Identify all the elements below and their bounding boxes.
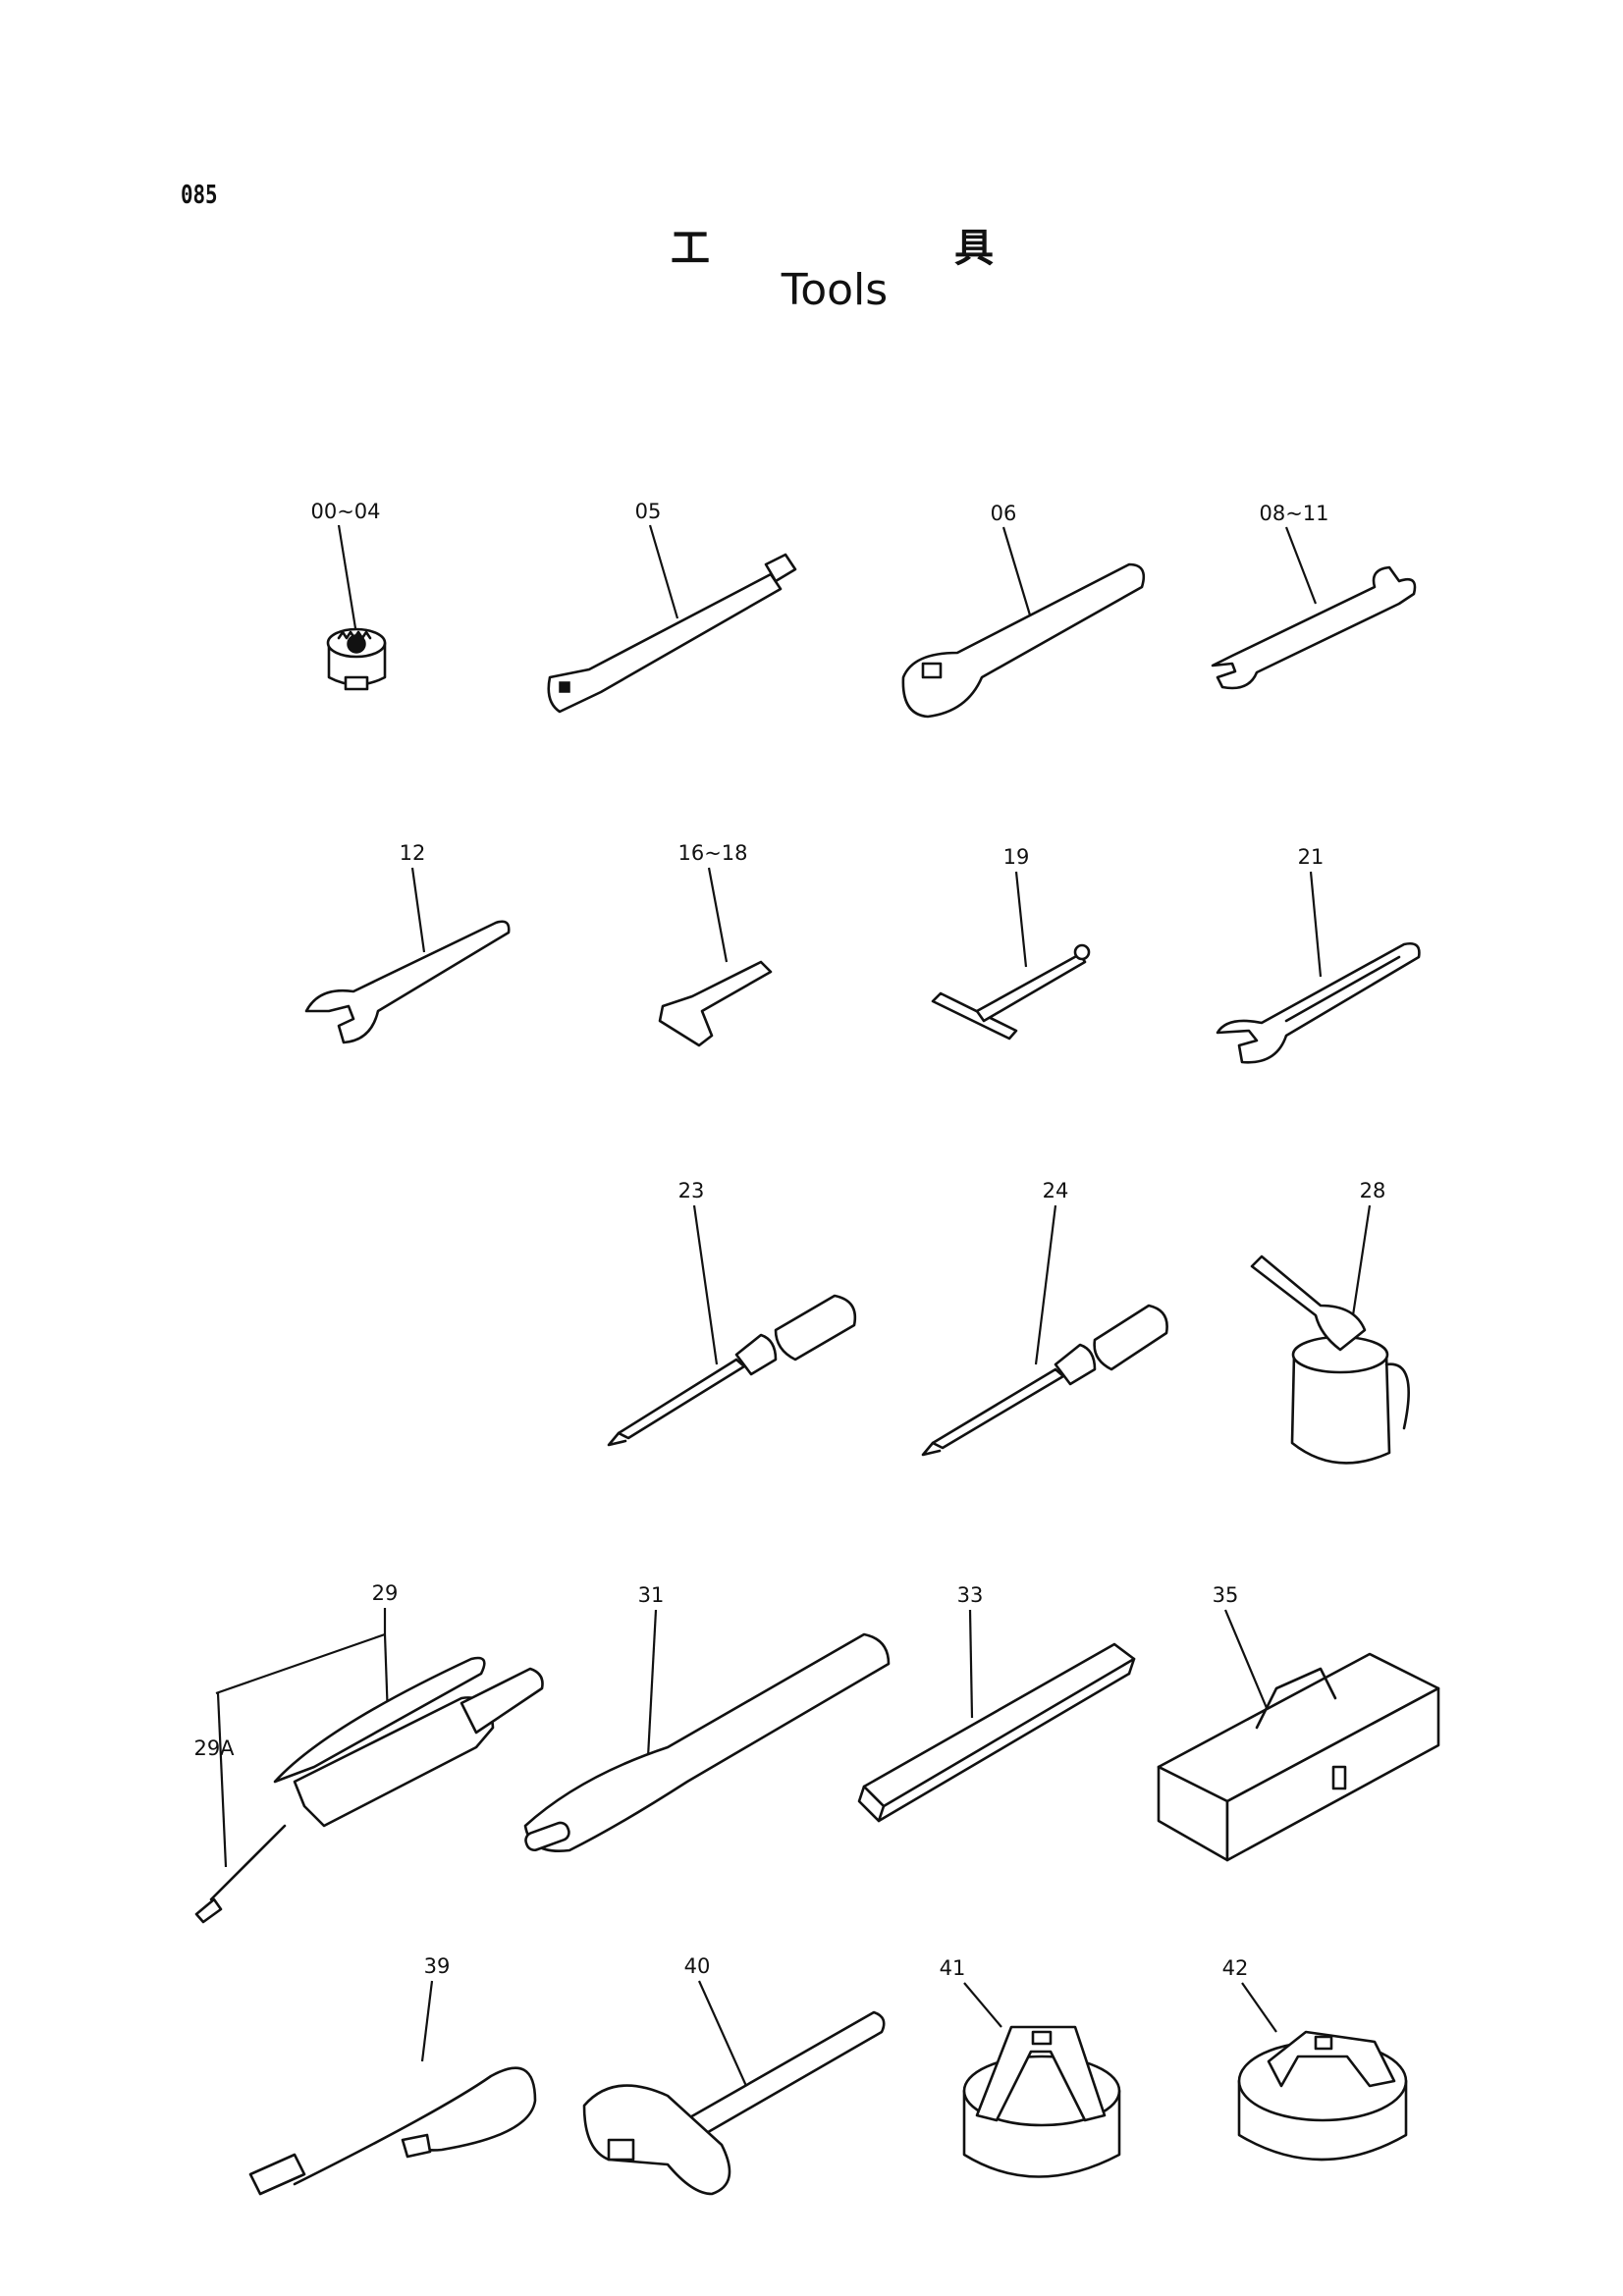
- part-label: 19: [1003, 845, 1030, 869]
- part-39: 39: [248, 1954, 537, 2196]
- part-label: 24: [1043, 1179, 1069, 1202]
- part-29: 29 29A: [193, 1581, 544, 1924]
- hex-key-icon: [658, 960, 773, 1047]
- part-33: 33: [857, 1583, 1136, 1823]
- double-open-wrench-icon: [1211, 565, 1417, 690]
- part-05: 05: [547, 500, 797, 714]
- part-24: 24: [921, 1179, 1168, 1457]
- part-0811: 08~11: [1211, 502, 1417, 690]
- part-label: 40: [684, 1954, 711, 1978]
- part-label: 28: [1360, 1179, 1386, 1202]
- part-21: 21: [1216, 845, 1421, 1064]
- part-31: 31: [523, 1583, 891, 1852]
- grease-gun-icon: [194, 1656, 544, 1924]
- part-23: 23: [607, 1179, 857, 1447]
- screwdriver-icon: [921, 1304, 1168, 1457]
- socket-icon: [326, 627, 387, 691]
- part-label: 12: [400, 841, 426, 865]
- part-label: 42: [1222, 1956, 1249, 1980]
- part-label: 16~18: [677, 841, 747, 865]
- part-label: 21: [1298, 845, 1325, 869]
- part-40: 40: [582, 1954, 886, 2196]
- screwdriver-icon: [607, 1294, 857, 1447]
- ratchet-handle-icon: [901, 562, 1146, 719]
- part-41: 41: [940, 1956, 1121, 2178]
- part-19: 19: [931, 845, 1091, 1041]
- page-title: Tools: [781, 265, 889, 315]
- part-label: 31: [638, 1583, 665, 1607]
- pipe-handle-icon: [523, 1632, 891, 1852]
- extension-bar-icon: [547, 553, 797, 714]
- part-label: 29A: [193, 1736, 235, 1760]
- part-label: 39: [424, 1954, 451, 1978]
- page-title-japanese: 工 具: [0, 216, 1623, 271]
- t-handle-icon: [931, 943, 1091, 1041]
- part-1618: 16~18: [658, 841, 773, 1047]
- part-35: 35: [1157, 1583, 1440, 1862]
- tool-box-icon: [1157, 1652, 1440, 1862]
- page-number: 085: [181, 181, 218, 210]
- filter-wrench-icon: [962, 2025, 1121, 2178]
- title-char-2: 具: [954, 226, 994, 271]
- part-42: 42: [1222, 1956, 1408, 2162]
- adjustable-wrench-icon: [1216, 942, 1421, 1064]
- part-label: 33: [957, 1583, 984, 1607]
- oil-can-icon: [1250, 1255, 1410, 1465]
- bar-icon: [857, 1642, 1136, 1823]
- single-open-wrench-icon: [304, 920, 511, 1044]
- part-label: 35: [1213, 1583, 1239, 1607]
- hose-icon: [248, 2066, 537, 2196]
- part-06: 06: [901, 502, 1146, 719]
- part-12: 12: [304, 841, 511, 1044]
- part-label: 08~11: [1259, 502, 1328, 525]
- part-label: 00~04: [310, 500, 380, 523]
- part-label: 23: [678, 1179, 705, 1202]
- part-0004: 00~04: [310, 500, 387, 691]
- part-28: 28: [1250, 1179, 1410, 1465]
- part-label: 05: [635, 500, 662, 523]
- filter-wrench-icon: [1237, 2030, 1408, 2162]
- title-char-1: 工: [671, 226, 710, 271]
- hammer-icon: [582, 2010, 886, 2196]
- part-label: 06: [991, 502, 1017, 525]
- part-label: 41: [940, 1956, 966, 1980]
- part-label: 29: [372, 1581, 399, 1605]
